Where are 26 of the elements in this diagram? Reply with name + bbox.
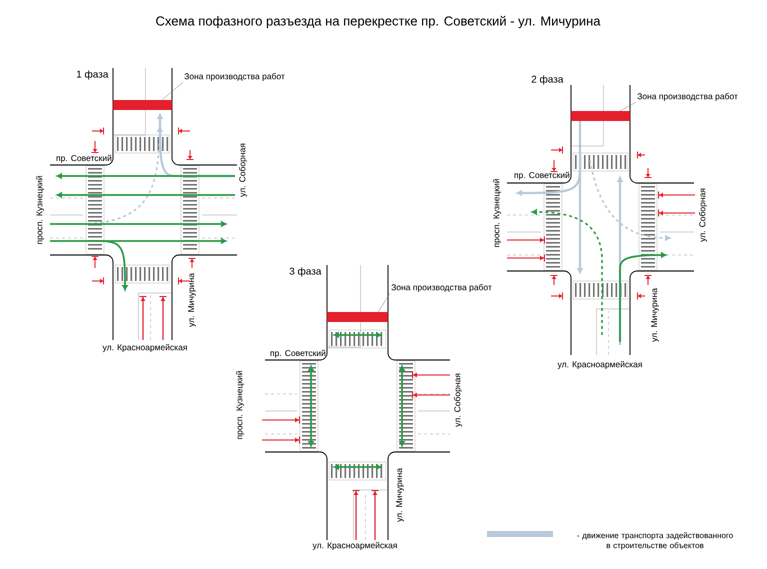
- street-name: ул. Красноармейская: [102, 344, 187, 352]
- street-name: просп. Кузнецкий: [36, 176, 44, 244]
- street-name: ул. Мичурина: [651, 288, 659, 342]
- street-name: просп. Кузнецкий: [236, 371, 244, 439]
- title: Схема пофазного разъезда на перекрестке пр. Советский - ул. Мичурина: [156, 16, 600, 28]
- leader-line: [378, 293, 390, 312]
- street-name: ул. Мичурина: [396, 468, 404, 522]
- street-name: ул. Соборная: [239, 144, 247, 197]
- street-name: пр. Советский: [270, 350, 326, 358]
- street-name: ул. Мичурина: [188, 273, 196, 327]
- street-name: просп. Кузнецкий: [492, 179, 502, 247]
- leader-line: [162, 82, 184, 100]
- zone-label: Зона производства работ: [184, 73, 285, 81]
- legend-text: - движение транспорта задействованного в строительстве объектов: [577, 532, 733, 550]
- street-name: пр. Советский: [56, 154, 112, 163]
- street-name: ул. Красноармейская: [312, 542, 397, 550]
- street-name: ул. Красноармейская: [558, 360, 642, 370]
- work-zone-bar: [327, 312, 388, 322]
- zone-label: Зона производства работ: [392, 284, 492, 292]
- street-name: ул. Соборная: [699, 188, 707, 242]
- street-name: ул. Соборная: [454, 374, 462, 427]
- zone-label: Зона производства работ: [638, 93, 738, 101]
- street-name: пр. Советский: [514, 172, 570, 180]
- work-zone-bar: [113, 100, 172, 110]
- work-zone-bar: [571, 111, 630, 121]
- leader-line: [620, 102, 636, 111]
